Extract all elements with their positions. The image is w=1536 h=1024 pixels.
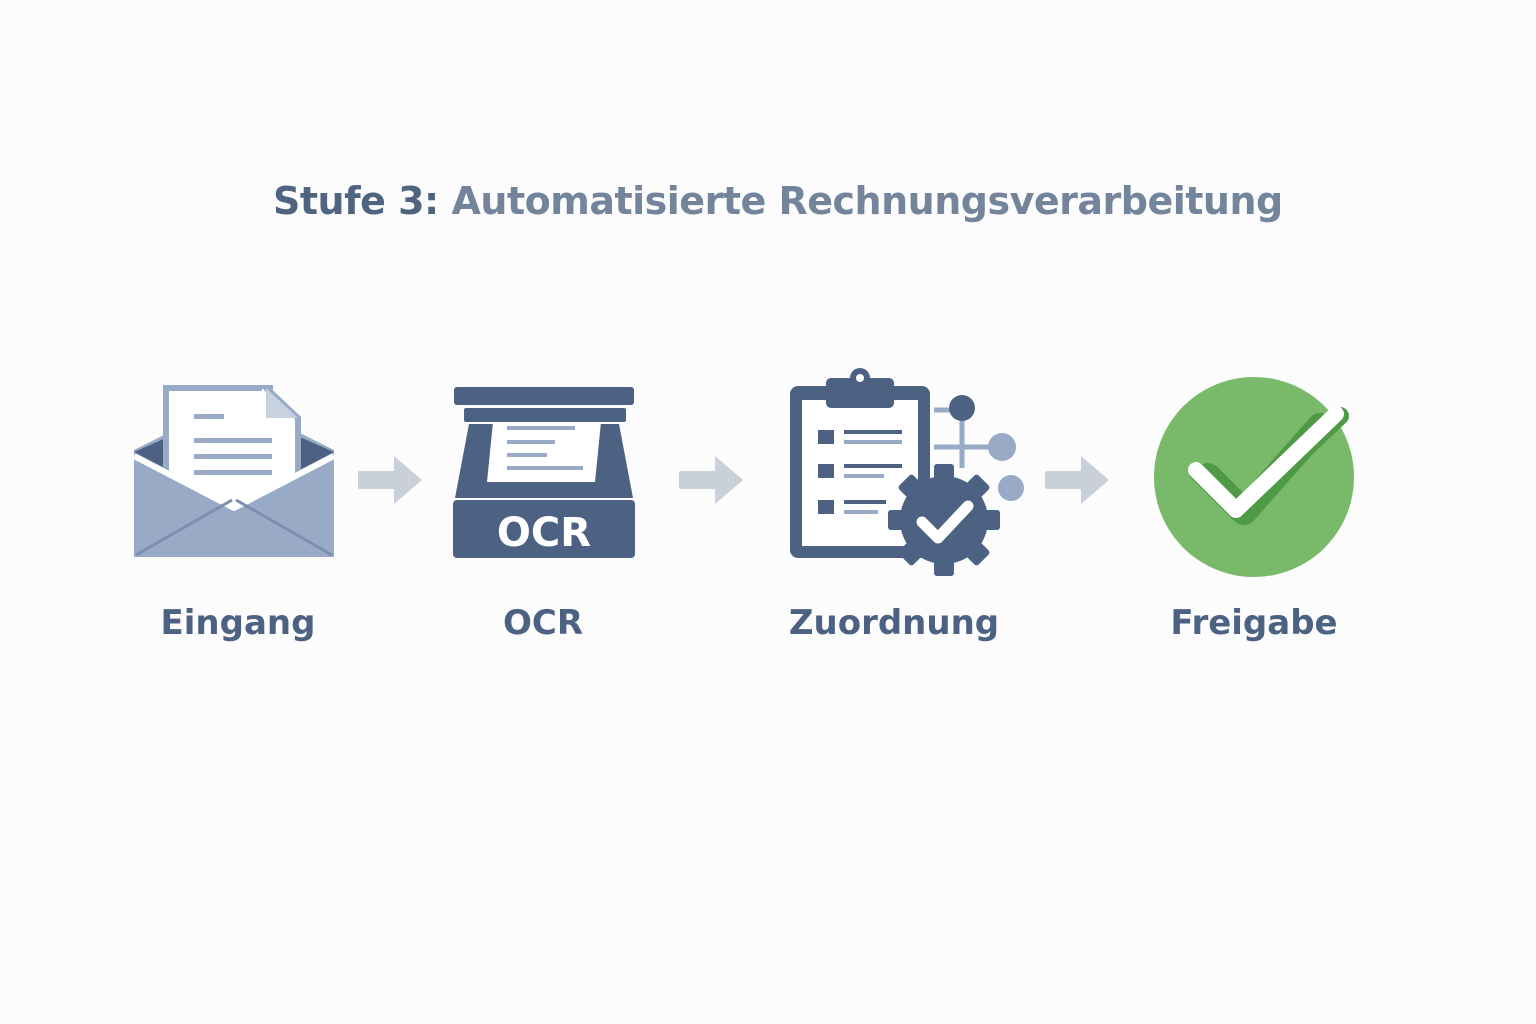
- step-label-zuordnung: Zuordnung: [788, 603, 1000, 643]
- step-zuordnung: Zuordnung: [744, 360, 1044, 660]
- step-eingang: Eingang: [84, 360, 384, 660]
- arrow-icon: [1045, 456, 1109, 504]
- green-check-icon: [1154, 377, 1354, 577]
- diagram-title: Stufe 3: Automatisierte Rechnungsverarbe…: [273, 176, 1283, 226]
- step-ocr: OCR OCR: [393, 360, 693, 660]
- envelope-document-icon: [132, 385, 336, 557]
- step-label-ocr: OCR: [502, 603, 584, 643]
- step-freigabe: Freigabe: [1104, 360, 1404, 660]
- step-label-eingang: Eingang: [160, 603, 316, 643]
- ocr-scanner-icon: OCR: [453, 387, 635, 558]
- arrow-icon: [679, 456, 743, 504]
- arrow-icon: [358, 456, 422, 504]
- ocr-icon-text: OCR: [497, 510, 591, 556]
- step-label-freigabe: Freigabe: [1170, 603, 1338, 643]
- title-prefix: Stufe 3:: [273, 179, 439, 223]
- clipboard-gear-icon: [790, 368, 1024, 576]
- title-text: Automatisierte Rechnungsverarbeitung: [451, 179, 1284, 223]
